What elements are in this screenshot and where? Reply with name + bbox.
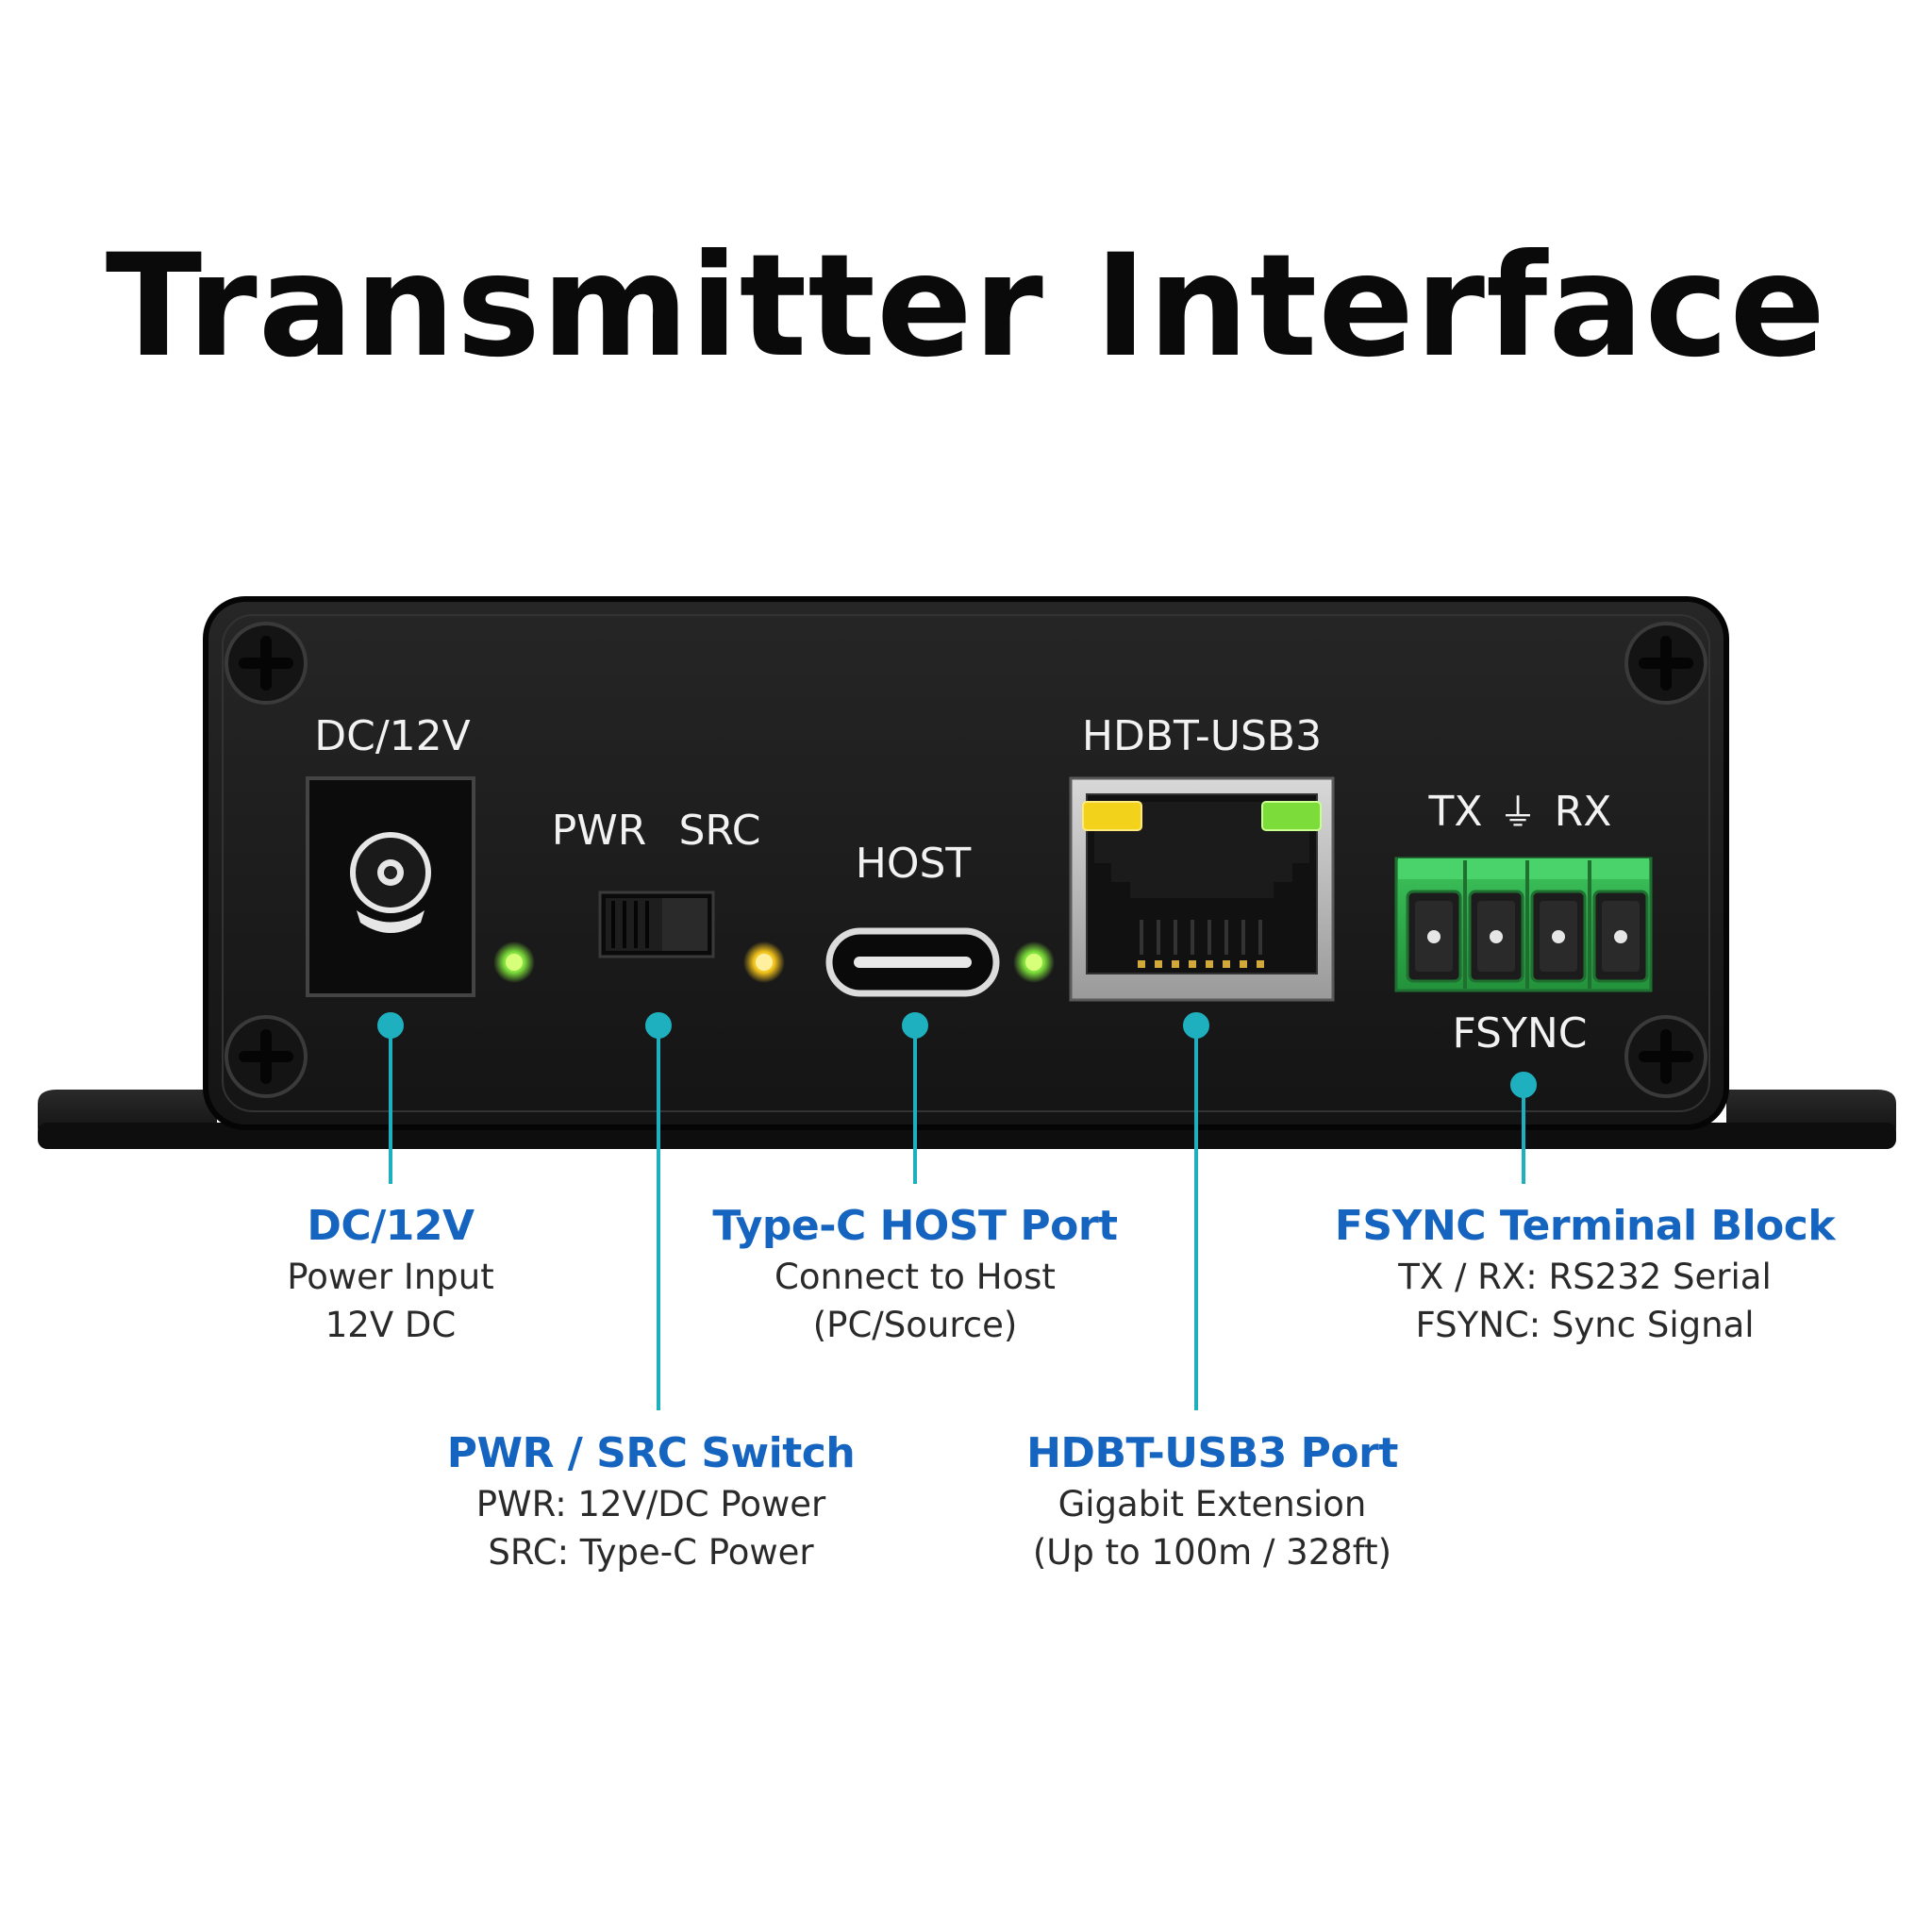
callout-line: (PC/Source) bbox=[812, 1305, 1018, 1345]
callout-title: Type-C HOST Port bbox=[712, 1202, 1118, 1250]
ground-icon: ⏚ bbox=[1499, 791, 1537, 835]
dc-jack-icon bbox=[306, 776, 475, 997]
callout-line: Power Input bbox=[287, 1257, 494, 1297]
callout-line: Connect to Host bbox=[774, 1257, 1056, 1297]
callout-title: HDBT-USB3 Port bbox=[1026, 1429, 1398, 1477]
callout-typec: Type-C HOST Port Connect to Host (PC/Sou… bbox=[670, 1200, 1160, 1349]
terminal-block-icon bbox=[1394, 857, 1653, 992]
callout-switch: PWR / SRC Switch PWR: 12V/DC Power SRC: … bbox=[406, 1427, 896, 1576]
panel-label-tx: TX bbox=[1427, 788, 1482, 836]
callout-line: SRC: Type-C Power bbox=[488, 1532, 814, 1573]
callout-line: 12V DC bbox=[325, 1305, 457, 1345]
screw-icon bbox=[225, 1015, 308, 1098]
panel-label-host: HOST bbox=[856, 840, 972, 888]
screw-icon bbox=[1624, 1015, 1707, 1098]
callout-line: FSYNC: Sync Signal bbox=[1415, 1305, 1755, 1345]
callout-hdbt: HDBT-USB3 Port Gigabit Extension (Up to … bbox=[943, 1427, 1481, 1576]
callout-dc: DC/12V Power Input 12V DC bbox=[202, 1200, 579, 1349]
screw-icon bbox=[225, 622, 308, 705]
panel-label-src: SRC bbox=[678, 807, 760, 855]
panel-label-fsync: FSYNC bbox=[1453, 1009, 1588, 1058]
panel-label-hdbt: HDBT-USB3 bbox=[1082, 712, 1322, 760]
callout-title: FSYNC Terminal Block bbox=[1334, 1202, 1836, 1250]
panel-label-pwr: PWR bbox=[552, 807, 647, 855]
usb-c-port-icon bbox=[825, 927, 1000, 997]
callout-line: (Up to 100m / 328ft) bbox=[1032, 1532, 1392, 1573]
callout-fsync: FSYNC Terminal Block TX / RX: RS232 Seri… bbox=[1302, 1200, 1868, 1349]
callout-line: TX / RX: RS232 Serial bbox=[1398, 1257, 1772, 1297]
chassis-body bbox=[203, 596, 1729, 1130]
rj45-port-icon bbox=[1069, 776, 1335, 1002]
callout-title: PWR / SRC Switch bbox=[446, 1429, 856, 1477]
callout-title: DC/12V bbox=[307, 1202, 475, 1250]
callout-line: PWR: 12V/DC Power bbox=[475, 1484, 826, 1524]
panel-label-dc: DC/12V bbox=[314, 712, 471, 760]
screw-icon bbox=[1624, 622, 1707, 705]
panel-label-rx: RX bbox=[1555, 788, 1612, 836]
callout-line: Gigabit Extension bbox=[1058, 1484, 1367, 1524]
page-title: Transmitter Interface bbox=[105, 225, 1827, 389]
slide-switch-icon bbox=[598, 891, 715, 958]
